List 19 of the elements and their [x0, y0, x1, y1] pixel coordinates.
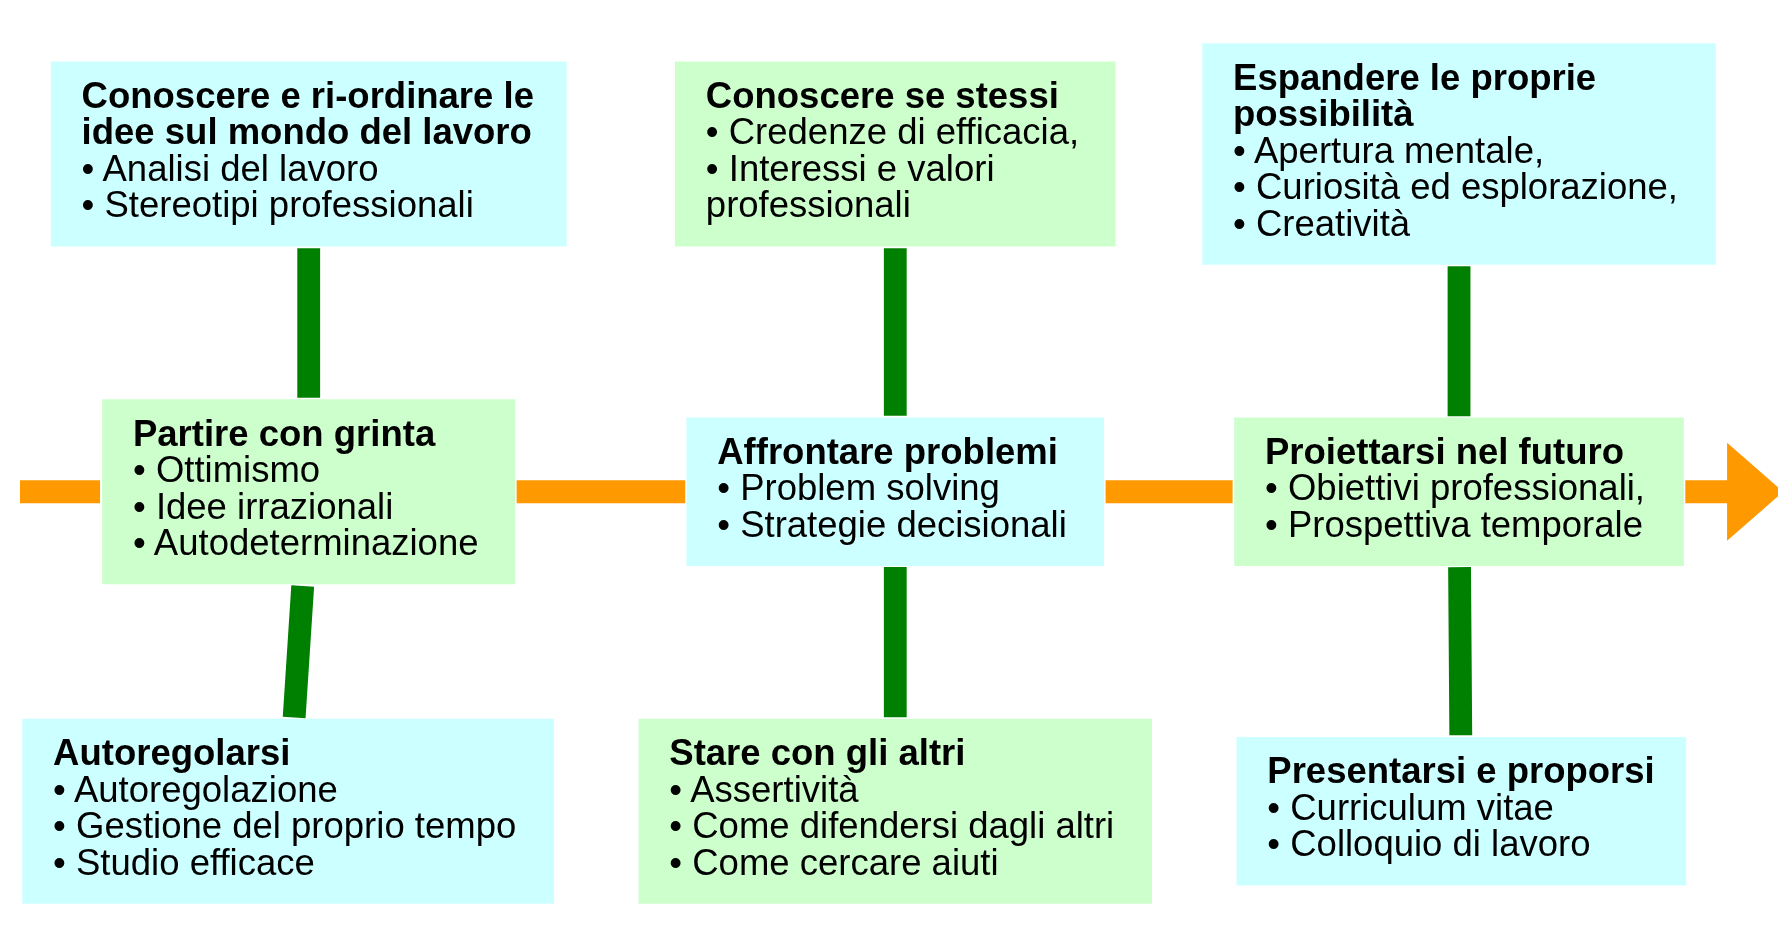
connector: [883, 567, 907, 718]
node-box: Partire con grinta • Ottimismo • Idee irrazionali • Autodeterminazione: [99, 397, 518, 587]
node-box: Proiettarsi nel futuro • Obiettivi professionali, • Prospettiva temporale: [1231, 415, 1687, 569]
node-box: Autoregolarsi • Autoregolazione • Gestione del proprio tempo • Studio efficace: [20, 716, 557, 906]
node-box: Conoscere e ri-ordinare le idee sul mondo del lavoro • Analisi del lavoro • Stereotipi professionali: [48, 59, 569, 249]
connector: [20, 480, 101, 504]
node-box: Espandere le proprie possibilità • Apertura mentale, • Curiosità ed esplorazione, • Creatività: [1199, 41, 1719, 267]
node-box: Conoscere se stessi • Credenze di efficacia, • Interessi e valori professionali: [672, 59, 1118, 249]
connector: [1447, 266, 1471, 417]
node-box: Stare con gli altri • Assertività • Come difendersi dagli altri • Come cercare aiuti: [636, 716, 1155, 906]
arrow: [1685, 442, 1778, 541]
connector: [1105, 480, 1233, 504]
connector: [1448, 567, 1473, 736]
connector: [516, 480, 686, 504]
connector: [883, 248, 907, 416]
connector: [297, 248, 321, 398]
node-box: Presentarsi e proporsi • Curriculum vitae • Colloquio di lavoro: [1234, 734, 1689, 888]
connector: [282, 585, 315, 719]
node-box: Affrontare problemi • Problem solving • Strategie decisionali: [684, 415, 1107, 569]
